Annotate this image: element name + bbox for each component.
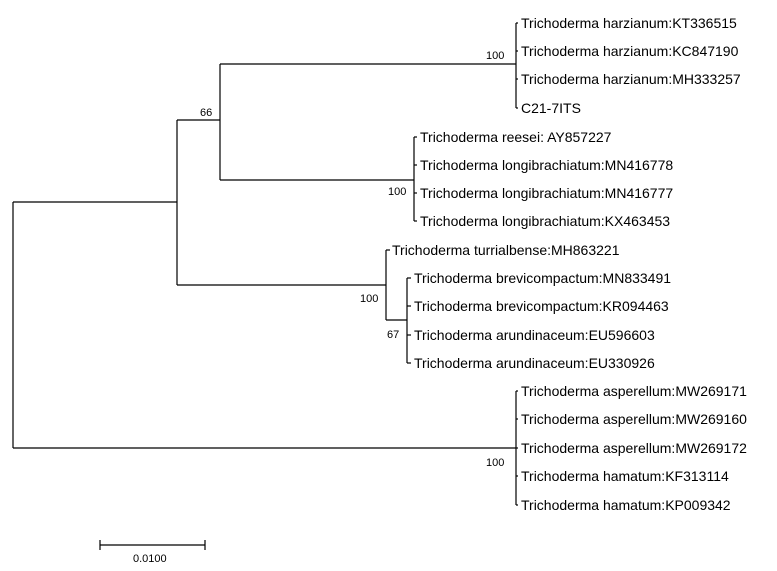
leaf-label: Trichoderma asperellum:MW269160	[521, 411, 747, 427]
leaf-label: Trichoderma hamatum:KF313114	[521, 468, 729, 484]
support-value: 100	[486, 50, 504, 62]
leaf-label: Trichoderma longibrachiatum:MN416777	[420, 185, 673, 201]
leaf-label: Trichoderma brevicompactum:KR094463	[414, 298, 669, 314]
leaf-label: Trichoderma turrialbense:MH863221	[392, 242, 620, 258]
leaf-label: Trichoderma longibrachiatum:KX463453	[420, 213, 670, 229]
support-value: 100	[388, 186, 406, 198]
support-value: 100	[360, 293, 378, 305]
support-value: 100	[486, 457, 504, 469]
leaf-label: Trichoderma reesei: AY857227	[420, 129, 612, 145]
leaf-label: C21-7ITS	[521, 100, 581, 116]
leaf-label: Trichoderma harzianum:MH333257	[521, 71, 741, 87]
leaf-label: Trichoderma longibrachiatum:MN416778	[420, 157, 673, 173]
leaf-label: Trichoderma asperellum:MW269171	[521, 383, 747, 399]
leaf-label: Trichoderma harzianum:KT336515	[521, 15, 737, 31]
support-value: 66	[200, 107, 212, 119]
leaf-label: Trichoderma hamatum:KP009342	[521, 497, 731, 513]
leaf-label: Trichoderma harzianum:KC847190	[521, 43, 739, 59]
scale-bar-label: 0.0100	[133, 553, 167, 565]
leaf-label: Trichoderma arundinaceum:EU330926	[414, 355, 655, 371]
leaf-label: Trichoderma arundinaceum:EU596603	[414, 327, 655, 343]
leaf-label: Trichoderma asperellum:MW269172	[521, 440, 747, 456]
support-value: 67	[387, 329, 399, 341]
leaf-label: Trichoderma brevicompactum:MN833491	[414, 270, 671, 286]
